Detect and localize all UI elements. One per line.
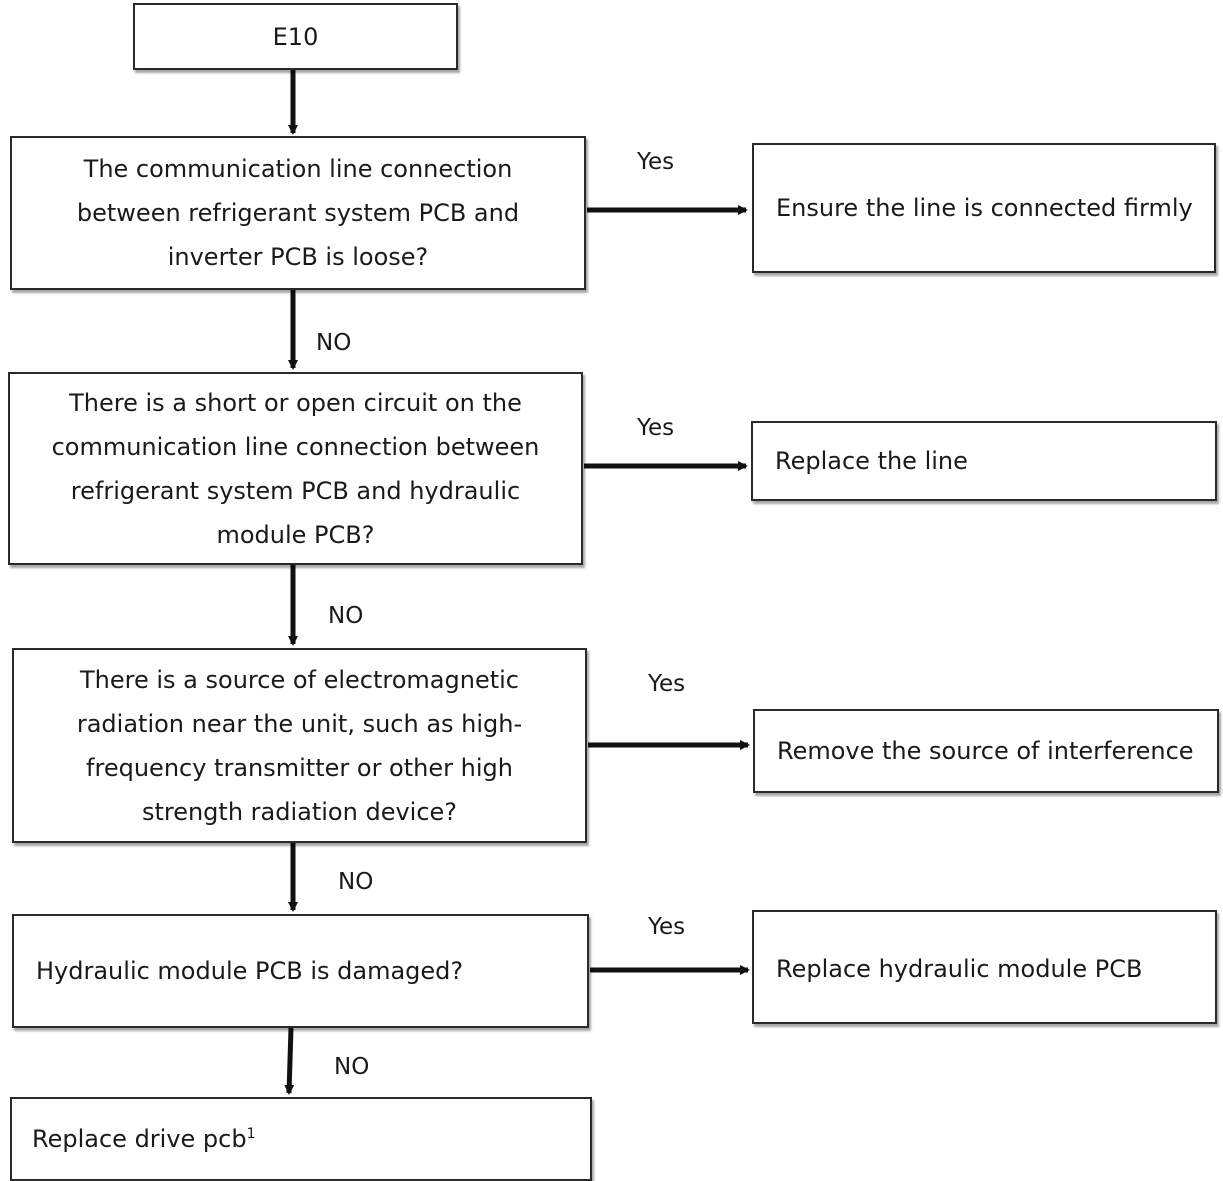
end-node-footnote: 1 (246, 1126, 256, 1142)
question-3-box: There is a source of electromagnetic rad… (12, 648, 587, 843)
action-4-box: Replace hydraulic module PCB (752, 910, 1217, 1024)
no-label-3: NO (338, 869, 374, 895)
end-node-label: Replace drive pcb1 (32, 1117, 256, 1161)
action-3-box: Remove the source of interference (753, 709, 1219, 793)
action-2-box: Replace the line (751, 421, 1217, 501)
yes-label-2: Yes (637, 415, 675, 441)
action-1-text: Ensure the line is connected firmly (776, 194, 1193, 222)
yes-label-1: Yes (637, 149, 675, 175)
end-node: Replace drive pcb1 (10, 1097, 592, 1181)
no-label-1: NO (316, 330, 352, 356)
no-label-4: NO (334, 1054, 370, 1080)
action-1-box: Ensure the line is connected firmly (752, 143, 1216, 273)
action-4-text: Replace hydraulic module PCB (776, 955, 1143, 983)
yes-label-4: Yes (648, 914, 686, 940)
start-node: E10 (133, 3, 458, 70)
end-node-text: Replace drive pcb (32, 1125, 247, 1153)
action-3-text: Remove the source of interference (777, 737, 1194, 765)
no-label-2: NO (328, 603, 364, 629)
question-4-text: Hydraulic module PCB is damaged? (36, 957, 464, 985)
start-node-label: E10 (272, 22, 319, 51)
question-4-box: Hydraulic module PCB is damaged? (12, 914, 589, 1028)
question-1-box: The communication line connection betwee… (10, 136, 586, 290)
question-3-text: There is a source of electromagnetic rad… (76, 665, 523, 826)
action-2-text: Replace the line (775, 447, 968, 475)
question-1-text: The communication line connection betwee… (76, 155, 520, 271)
question-2-box: There is a short or open circuit on the … (8, 372, 583, 565)
yes-label-3: Yes (648, 671, 686, 697)
question-2-text: There is a short or open circuit on the … (51, 388, 540, 549)
arrow-q4-to-end (284, 1027, 295, 1095)
